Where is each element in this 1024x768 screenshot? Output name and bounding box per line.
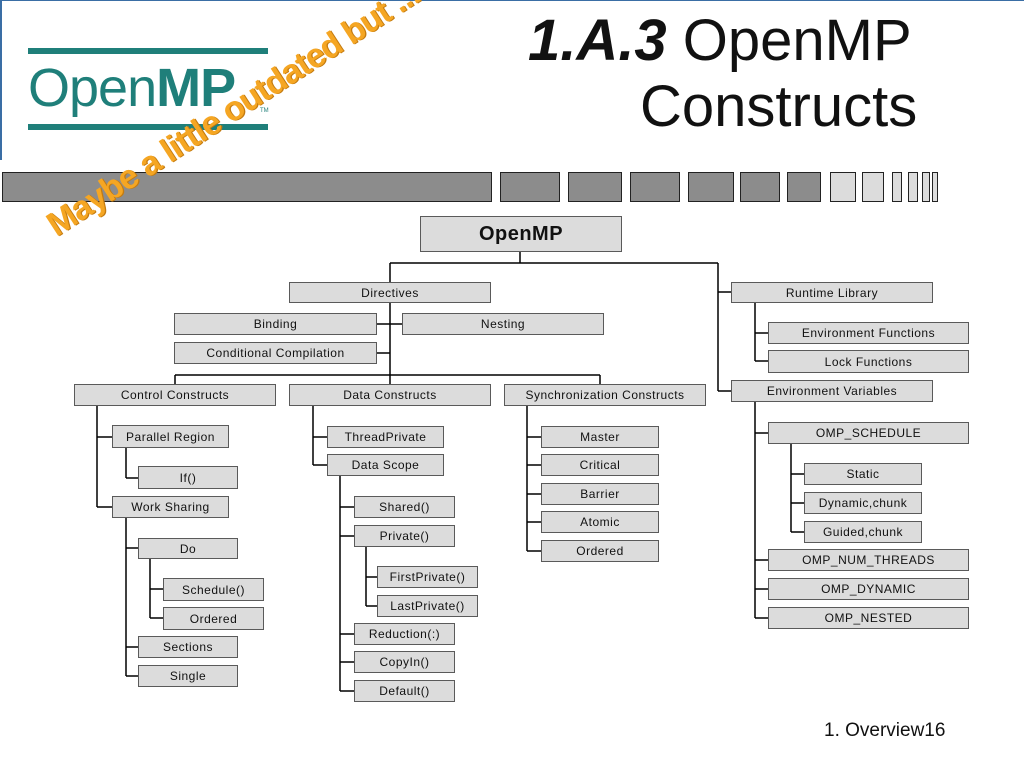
top-rule [0, 0, 1024, 1]
stripe-block [500, 172, 560, 202]
stripe-block [740, 172, 780, 202]
node-guided-chunk: Guided,chunk [804, 521, 922, 543]
stripe-block [630, 172, 680, 202]
title-number: 1.A.3 [528, 8, 667, 73]
left-rule [0, 0, 2, 160]
node-reduction: Reduction(:) [354, 623, 455, 645]
node-synchronization-constructs: Synchronization Constructs [504, 384, 706, 406]
node-runtime-library: Runtime Library [731, 282, 933, 303]
node-omp-nested: OMP_NESTED [768, 607, 969, 629]
stripe-block [688, 172, 734, 202]
node-copyin: CopyIn() [354, 651, 455, 673]
node-schedule: Schedule() [163, 578, 264, 601]
node-threadprivate: ThreadPrivate [327, 426, 444, 448]
node-if: If() [138, 466, 238, 489]
node-omp-schedule: OMP_SCHEDULE [768, 422, 969, 444]
logo-bar-top [28, 48, 268, 54]
node-ordered-do: Ordered [163, 607, 264, 630]
node-single: Single [138, 665, 238, 687]
node-dynamic-chunk: Dynamic,chunk [804, 492, 922, 514]
node-firstprivate: FirstPrivate() [377, 566, 478, 588]
stripe-block [568, 172, 622, 202]
openmp-logo: OpenMP TM [28, 48, 270, 136]
stripe-block [892, 172, 902, 202]
node-barrier: Barrier [541, 483, 659, 505]
node-nesting: Nesting [402, 313, 604, 335]
node-default: Default() [354, 680, 455, 702]
stripe-block [862, 172, 884, 202]
stripe-block [830, 172, 856, 202]
node-do: Do [138, 538, 238, 559]
node-omp-dynamic: OMP_DYNAMIC [768, 578, 969, 600]
node-master: Master [541, 426, 659, 448]
node-critical: Critical [541, 454, 659, 476]
node-sections: Sections [138, 636, 238, 658]
node-ordered-sync: Ordered [541, 540, 659, 562]
node-binding: Binding [174, 313, 377, 335]
slide-footer: 1. Overview16 [824, 720, 946, 741]
stripe-block [908, 172, 918, 202]
node-environment-functions: Environment Functions [768, 322, 969, 344]
node-private: Private() [354, 525, 455, 547]
logo-wordmark: OpenMP [28, 56, 236, 120]
stripe-block [922, 172, 930, 202]
node-openmp: OpenMP [420, 216, 622, 252]
logo-plain-text: Open [28, 58, 157, 118]
node-atomic: Atomic [541, 511, 659, 533]
logo-bold-text: MP [156, 58, 236, 118]
node-directives: Directives [289, 282, 491, 303]
node-environment-variables: Environment Variables [731, 380, 933, 402]
node-shared: Shared() [354, 496, 455, 518]
node-work-sharing: Work Sharing [112, 496, 229, 518]
node-static: Static [804, 463, 922, 485]
node-data-constructs: Data Constructs [289, 384, 491, 406]
logo-trademark: TM [260, 108, 269, 114]
node-parallel-region: Parallel Region [112, 425, 229, 448]
node-lock-functions: Lock Functions [768, 350, 969, 373]
node-omp-num-threads: OMP_NUM_THREADS [768, 549, 969, 571]
node-data-scope: Data Scope [327, 454, 444, 476]
title-line2: Constructs [640, 74, 918, 139]
node-control-constructs: Control Constructs [74, 384, 276, 406]
node-lastprivate: LastPrivate() [377, 595, 478, 617]
stripe-block [787, 172, 821, 202]
title-line1: OpenMP [682, 8, 912, 73]
stripe-block [2, 172, 492, 202]
node-conditional-compilation: Conditional Compilation [174, 342, 377, 364]
stripe-block [932, 172, 938, 202]
logo-bar-bottom [28, 124, 268, 130]
